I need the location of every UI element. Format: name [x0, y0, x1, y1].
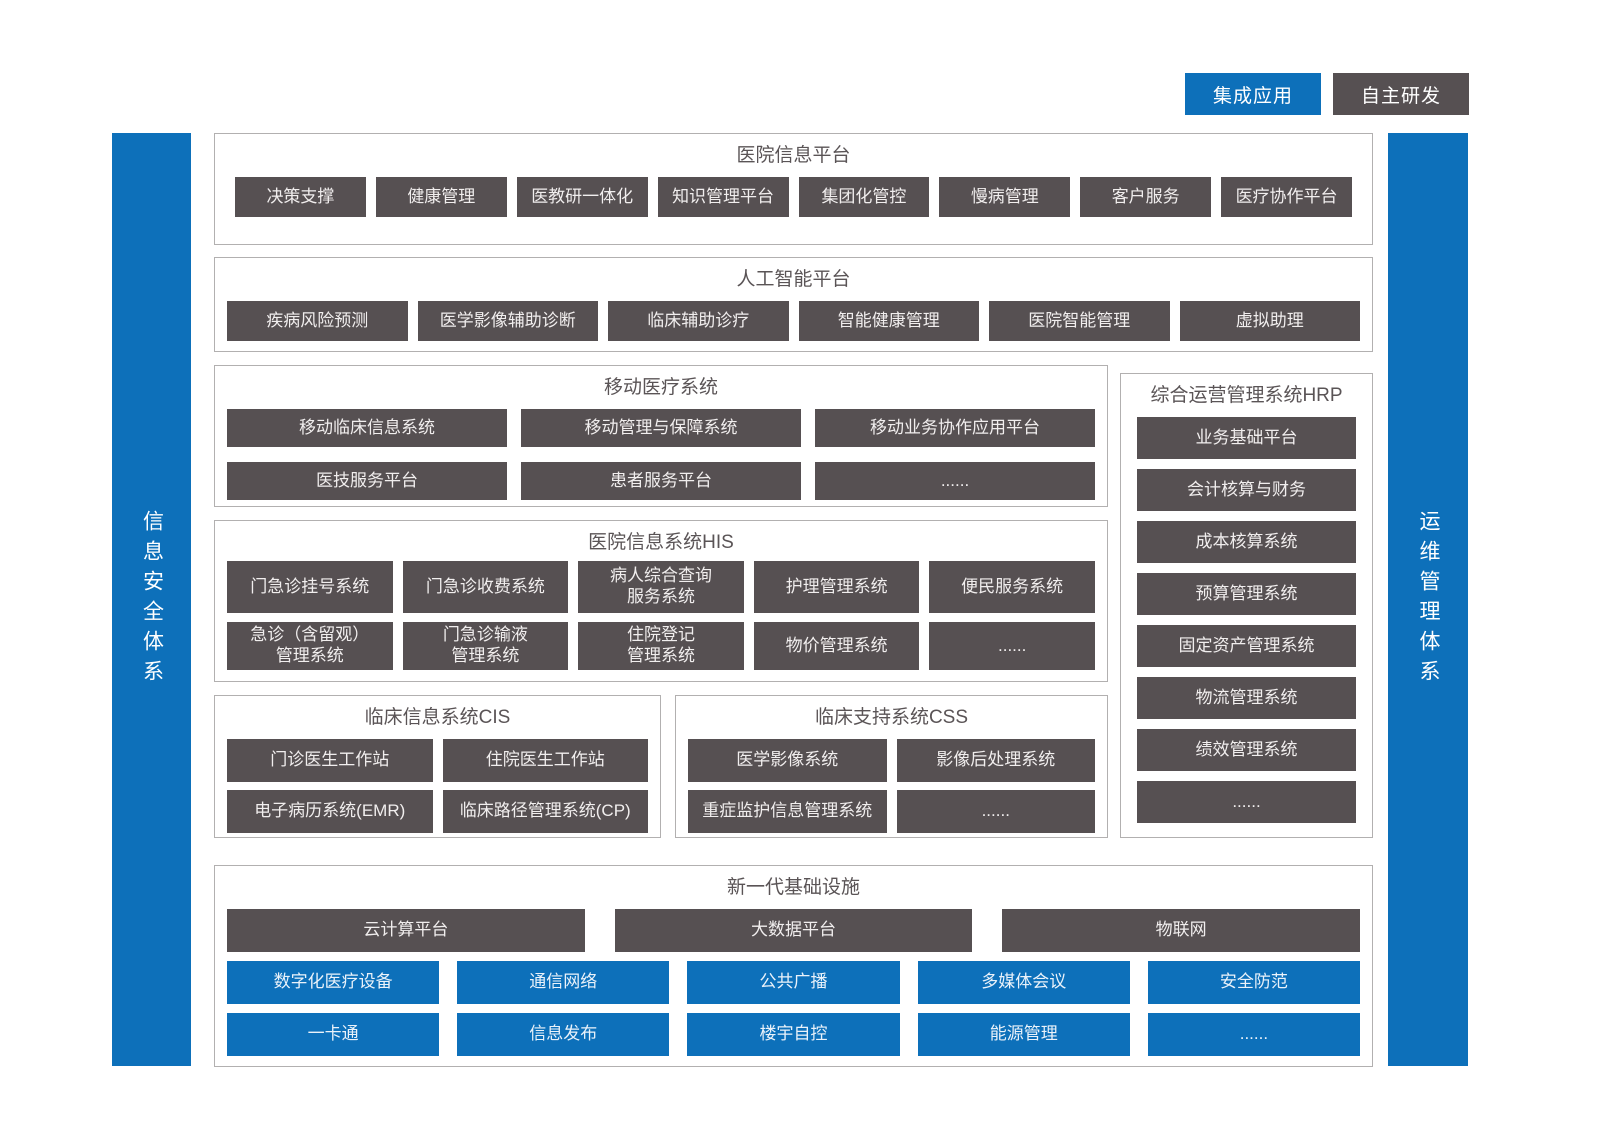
diagram-box: 知识管理平台 — [657, 177, 789, 217]
diagram-box: 便民服务系统 — [929, 561, 1095, 613]
diagram-box: 急诊（含留观） 管理系统 — [227, 622, 393, 670]
diagram-box: 医学影像辅助诊断 — [417, 301, 598, 341]
diagram-box: 预算管理系统 — [1137, 573, 1356, 615]
diagram-box: 物价管理系统 — [753, 622, 920, 670]
diagram-box: 健康管理 — [375, 177, 507, 217]
diagram-box: 物联网 — [1002, 909, 1361, 952]
section-title: 医院信息平台 — [736, 145, 851, 166]
section-mobile-medical: 移动医疗系统 移动临床信息系统 移动管理与保障系统 移动业务协作应用平台 医技服… — [214, 365, 1108, 507]
diagram-box: 慢病管理 — [939, 177, 1071, 217]
diagram-box: 门急诊输液 管理系统 — [402, 622, 569, 670]
diagram-box: 集团化管控 — [798, 177, 930, 217]
operations-management-sidebar: 运维管理体系 — [1388, 133, 1468, 1066]
diagram-box: 病人综合查询 服务系统 — [578, 561, 744, 613]
legend-integrated-application: 集成应用 — [1185, 73, 1321, 115]
box-row: 云计算平台 大数据平台 物联网 — [227, 909, 1361, 952]
diagram-box: 医技服务平台 — [227, 462, 507, 500]
diagram-box: 大数据平台 — [614, 909, 973, 952]
diagram-box: 物流管理系统 — [1137, 677, 1356, 719]
box-row: 门急诊挂号系统 门急诊收费系统 病人综合查询 服务系统 护理管理系统 便民服务系… — [227, 561, 1095, 613]
diagram-box: 移动管理与保障系统 — [521, 409, 801, 447]
diagram-box: 疾病风险预测 — [227, 301, 408, 341]
diagram-box: 云计算平台 — [227, 909, 585, 952]
box-row: 急诊（含留观） 管理系统 门急诊输液 管理系统 住院登记 管理系统 物价管理系统… — [227, 622, 1095, 670]
diagram-box: 多媒体会议 — [917, 961, 1130, 1004]
diagram-box: 门急诊挂号系统 — [227, 561, 393, 613]
diagram-box: 安全防范 — [1147, 961, 1361, 1004]
section-title: 综合运营管理系统HRP — [1150, 385, 1343, 406]
box-row: 移动临床信息系统 移动管理与保障系统 移动业务协作应用平台 — [227, 409, 1095, 447]
diagram-box: 移动临床信息系统 — [227, 409, 507, 447]
diagram-box: 楼宇自控 — [687, 1013, 900, 1056]
diagram-box: 医疗协作平台 — [1221, 177, 1352, 217]
diagram-box: 住院登记 管理系统 — [578, 622, 744, 670]
diagram-box: 公共广播 — [687, 961, 900, 1004]
diagram-box: 移动业务协作应用平台 — [815, 409, 1095, 447]
section-ai-platform: 人工智能平台 疾病风险预测 医学影像辅助诊断 临床辅助诊疗 智能健康管理 医院智… — [214, 257, 1373, 352]
section-title: 医院信息系统HIS — [588, 532, 734, 553]
diagram-box ellipsis-box: ...... — [896, 790, 1095, 833]
box-row: 医学影像系统 影像后处理系统 — [688, 739, 1095, 782]
diagram-box: 数字化医疗设备 — [227, 961, 440, 1004]
diagram-box: 通信网络 — [457, 961, 670, 1004]
section-cis: 临床信息系统CIS 门诊医生工作站 住院医生工作站 电子病历系统(EMR) 临床… — [214, 695, 661, 838]
diagram-box: 临床路径管理系统(CP) — [442, 790, 648, 833]
section-infrastructure: 新一代基础设施 云计算平台 大数据平台 物联网 数字化医疗设备 通信网络 公共广… — [214, 865, 1373, 1067]
section-title: 临床信息系统CIS — [364, 707, 511, 728]
diagram-box: 客户服务 — [1080, 177, 1212, 217]
diagram-box: 能源管理 — [917, 1013, 1130, 1056]
diagram-box: ...... — [1147, 1013, 1361, 1056]
box-row: 决策支撑 健康管理 医教研一体化 知识管理平台 集团化管控 慢病管理 客户服务 … — [235, 177, 1352, 217]
box-row: 医技服务平台 患者服务平台 ...... — [227, 462, 1095, 500]
section-hospital-info-platform: 医院信息平台 决策支撑 健康管理 医教研一体化 知识管理平台 集团化管控 慢病管… — [214, 133, 1373, 245]
diagram-box ellipsis-box: ...... — [815, 462, 1095, 500]
diagram-box: 医院智能管理 — [989, 301, 1170, 341]
diagram-box: 护理管理系统 — [753, 561, 920, 613]
diagram-box: 电子病历系统(EMR) — [227, 790, 433, 833]
box-row: 门诊医生工作站 住院医生工作站 — [227, 739, 648, 782]
diagram-box: 虚拟助理 — [1179, 301, 1360, 341]
diagram-box ellipsis-box: ...... — [1137, 781, 1356, 823]
diagram-box: 门诊医生工作站 — [227, 739, 433, 782]
diagram-box: 门急诊收费系统 — [402, 561, 569, 613]
box-row: 一卡通 信息发布 楼宇自控 能源管理 ...... — [227, 1013, 1361, 1056]
diagram-box: 决策支撑 — [235, 177, 366, 217]
section-title: 临床支持系统CSS — [814, 707, 969, 728]
box-row: 重症监护信息管理系统 ...... — [688, 790, 1095, 833]
diagram-box: 会计核算与财务 — [1137, 469, 1356, 511]
diagram-box ellipsis-box: ...... — [929, 622, 1095, 670]
diagram-box: 一卡通 — [227, 1013, 440, 1056]
section-title: 人工智能平台 — [736, 269, 851, 290]
diagram-box: 医学影像系统 — [688, 739, 887, 782]
box-row: 数字化医疗设备 通信网络 公共广播 多媒体会议 安全防范 — [227, 961, 1361, 1004]
section-title: 新一代基础设施 — [726, 877, 860, 898]
diagram-box: 成本核算系统 — [1137, 521, 1356, 563]
diagram-box: 住院医生工作站 — [442, 739, 648, 782]
section-title: 移动医疗系统 — [603, 377, 718, 398]
diagram-box: 影像后处理系统 — [896, 739, 1095, 782]
diagram-box: 绩效管理系统 — [1137, 729, 1356, 771]
diagram-box: 重症监护信息管理系统 — [688, 790, 887, 833]
diagram-box: 业务基础平台 — [1137, 417, 1356, 459]
diagram-box: 智能健康管理 — [798, 301, 979, 341]
diagram-box: 患者服务平台 — [521, 462, 801, 500]
legend-self-developed: 自主研发 — [1333, 73, 1469, 115]
diagram-box: 信息发布 — [457, 1013, 670, 1056]
section-css: 临床支持系统CSS 医学影像系统 影像后处理系统 重症监护信息管理系统 ....… — [675, 695, 1108, 838]
information-security-sidebar: 信息安全体系 — [112, 133, 191, 1066]
diagram-box: 固定资产管理系统 — [1137, 625, 1356, 667]
diagram-box: 医教研一体化 — [516, 177, 648, 217]
diagram-box: 临床辅助诊疗 — [608, 301, 789, 341]
box-row: 电子病历系统(EMR) 临床路径管理系统(CP) — [227, 790, 648, 833]
section-hrp: 综合运营管理系统HRP 业务基础平台 会计核算与财务 成本核算系统 预算管理系统… — [1120, 373, 1373, 838]
section-his: 医院信息系统HIS 门急诊挂号系统 门急诊收费系统 病人综合查询 服务系统 护理… — [214, 520, 1108, 682]
box-row: 疾病风险预测 医学影像辅助诊断 临床辅助诊疗 智能健康管理 医院智能管理 虚拟助… — [227, 301, 1360, 341]
